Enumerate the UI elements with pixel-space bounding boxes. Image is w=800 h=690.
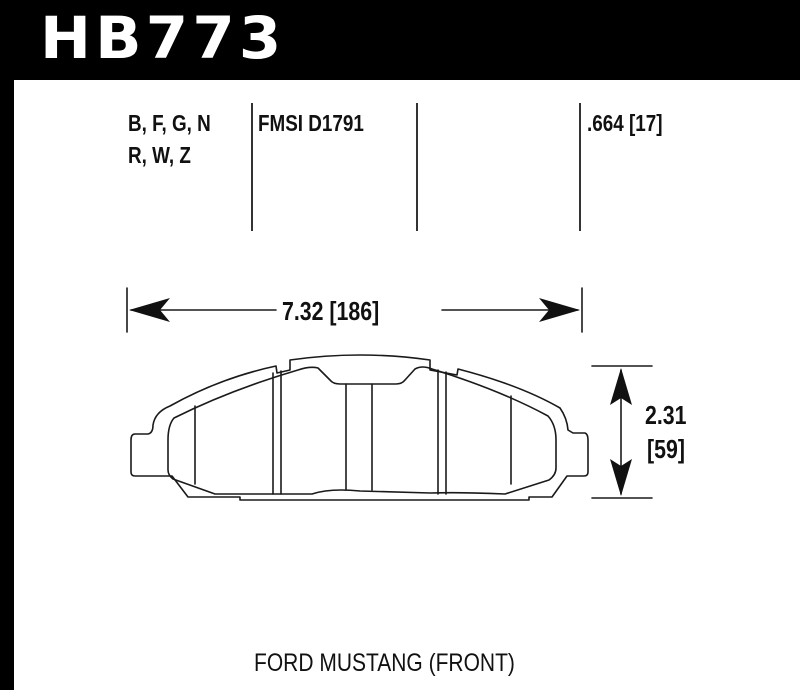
compound-codes-line-2: R, W, Z [128, 142, 191, 168]
spec-divider-1 [251, 103, 253, 231]
compound-codes-line-1: B, F, G, N [128, 110, 211, 136]
height-dimension-label-metric: [59] [647, 434, 685, 464]
height-dimension-label: 2.31 [645, 400, 687, 430]
left-frame-bar [0, 0, 14, 690]
part-number-title: HB773 [40, 4, 286, 72]
width-dimension-label: 7.32 [186] [282, 296, 380, 326]
arrow-down-icon [610, 459, 632, 496]
pad-thickness: .664 [17] [587, 110, 663, 136]
arrowheads [129, 298, 632, 496]
spec-divider-2 [416, 103, 418, 231]
arrow-up-icon [610, 368, 632, 405]
vehicle-application-caption: FORD MUSTANG (FRONT) [254, 649, 515, 677]
friction-material-outline [167, 366, 557, 495]
fmsi-number: FMSI D1791 [258, 110, 364, 136]
backing-plate-outline [130, 354, 589, 501]
arrow-left-icon [129, 298, 170, 322]
spec-divider-3 [579, 103, 581, 231]
arrow-right-icon [539, 298, 580, 322]
header-band [0, 0, 800, 80]
